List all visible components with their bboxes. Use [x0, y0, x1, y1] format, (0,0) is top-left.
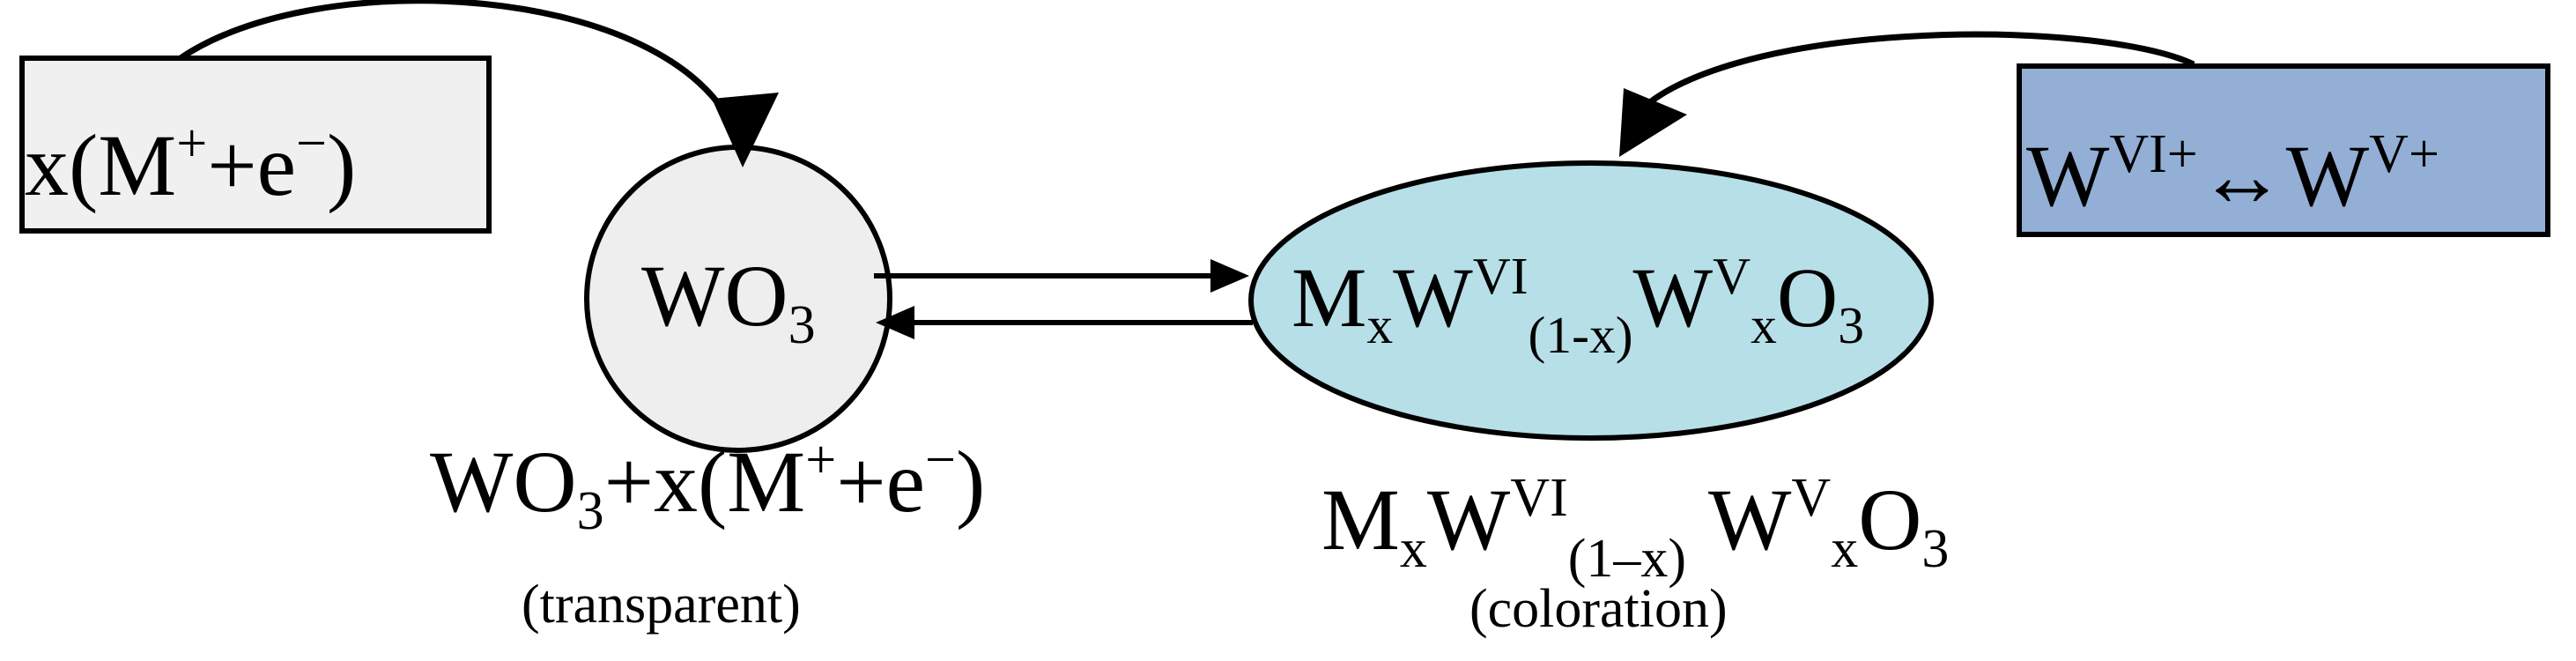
ion-electron-label: x(M++e−) [25, 113, 357, 214]
colored-formula-label: MxWVI(1-x)WVxO3 [1292, 247, 1864, 364]
valence-change-box [2017, 63, 2550, 237]
valence-arrowhead [1619, 88, 1687, 157]
colored-state-ellipse [1248, 160, 1934, 441]
transparent-caption: (transparent) [522, 575, 801, 635]
forward-arrowhead [1210, 259, 1249, 293]
valence-curve-arrow [1625, 31, 2195, 126]
ion-electron-box [19, 56, 492, 234]
coloration-caption: (coloration) [1469, 579, 1728, 639]
wo3-label: WO3 [641, 247, 816, 355]
valence-change-label: WVI+↔WV+ [2026, 123, 2439, 225]
reactant-equation: WO3+x(M++e−) [430, 429, 986, 541]
product-equation: MxWVI(1–x) WVxO3 [1321, 467, 1950, 589]
insertion-curve-arrow [179, 0, 739, 134]
backward-arrowhead [876, 306, 914, 339]
insertion-arrowhead [712, 93, 779, 167]
